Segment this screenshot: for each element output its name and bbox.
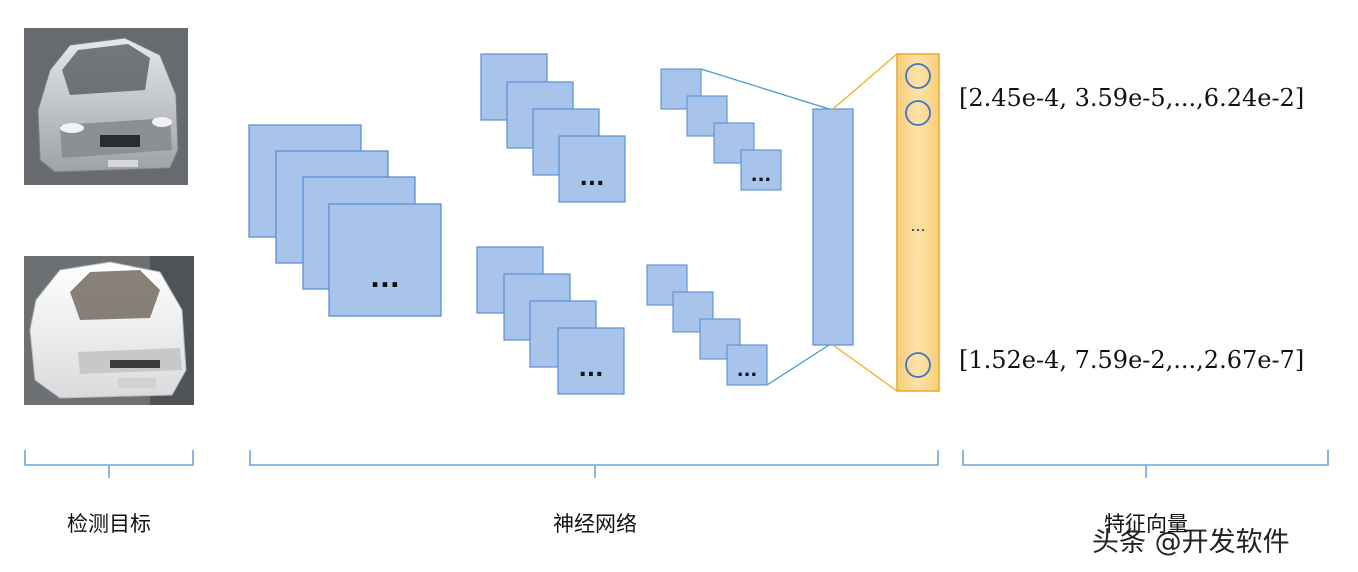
caption-detection-target: 检测目标: [67, 512, 151, 536]
stack-2-lower-ellipsis: ...: [578, 357, 603, 382]
feature-vector-bottom: [1.52e-4, 7.59e-2,...,2.67e-7]: [959, 346, 1305, 374]
conv-stack-2-upper: ...: [480, 53, 626, 203]
silver-car-image: [24, 28, 188, 185]
stack-3-lower-ellipsis: ...: [737, 360, 758, 381]
feature-node-1: [905, 63, 931, 89]
feature-vector-bar: ...: [896, 53, 940, 392]
feature-bar-ellipsis: ...: [910, 216, 925, 235]
feature-node-n: [905, 352, 931, 378]
stack-1-ellipsis: ...: [370, 264, 400, 294]
stack-2-upper-ellipsis: ...: [579, 166, 604, 191]
stack-3-upper-ellipsis: ...: [751, 165, 772, 186]
conv-stack-3-upper: ...: [660, 68, 782, 191]
conv-stack-1: ...: [248, 124, 442, 317]
brace-neural-network: [249, 450, 939, 478]
conv-stack-2-lower: ...: [476, 246, 625, 395]
connector-bottom-orange: [832, 344, 898, 392]
white-car-image: [24, 256, 194, 405]
brace-detection-target: [24, 450, 194, 478]
feature-vector-top: [2.45e-4, 3.59e-5,...,6.24e-2]: [959, 84, 1305, 112]
feature-node-2: [905, 100, 931, 126]
connector-bottom-blue: [766, 344, 830, 386]
conv-stack-3-lower: ...: [646, 264, 768, 386]
watermark: 头条 @开发软件: [1092, 527, 1290, 558]
caption-feature-vector: 特征向量: [1104, 512, 1188, 536]
connector-top-blue: [700, 68, 830, 110]
connector-top-orange: [832, 53, 898, 110]
caption-neural-network: 神经网络: [553, 512, 637, 536]
brace-feature-vector: [962, 450, 1329, 478]
fully-connected-layer: [812, 108, 854, 346]
